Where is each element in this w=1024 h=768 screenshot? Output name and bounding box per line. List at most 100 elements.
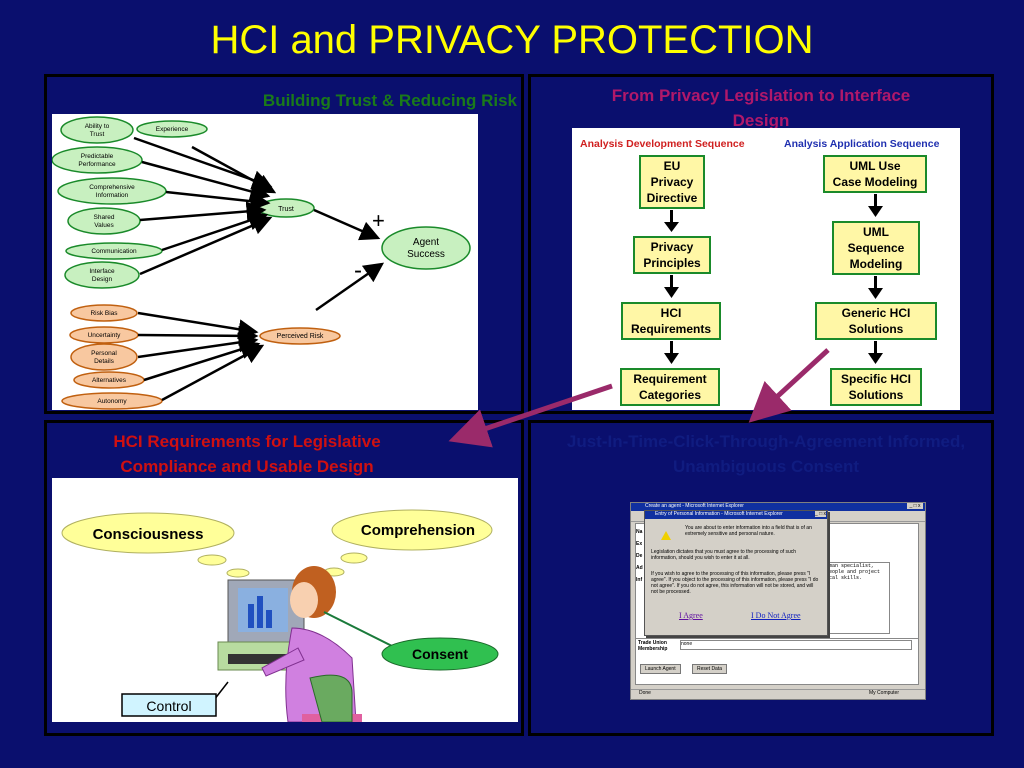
svg-text:Success: Success	[407, 249, 445, 260]
dialog-text-1: You are about to enter information into …	[685, 525, 812, 537]
quadrant-title-consent: Just-In-Time-Click-Through-Agreement Inf…	[566, 432, 966, 476]
node-experience: Experience	[136, 120, 208, 138]
svg-text:Details: Details	[94, 358, 115, 365]
bubble-consent: Consent	[381, 637, 499, 671]
step-generic-hci-solutions: Generic HCI Solutions	[815, 302, 937, 340]
control-label: Control	[146, 698, 191, 714]
side-label: Ex	[636, 541, 643, 547]
i-agree-link[interactable]: I Agree	[679, 611, 703, 620]
reset-data-button[interactable]: Reset Data	[692, 664, 728, 674]
node-label: Alternatives	[92, 377, 127, 384]
dialog-text-2: Legislation dictates that you must agree…	[651, 549, 797, 561]
quadrant-title-trust-risk: Building Trust & Reducing Risk	[262, 91, 517, 110]
svg-text:Predictable: Predictable	[81, 153, 114, 160]
trade-union-input[interactable]: none	[680, 640, 912, 650]
status-left: Done	[639, 690, 651, 696]
svg-text:Interface: Interface	[89, 268, 115, 275]
node-label: Perceived Risk	[277, 333, 324, 340]
consent-dialog: Entry of Personal Information - Microsof…	[644, 510, 828, 636]
bubble-comprehension: Comprehension	[323, 509, 493, 577]
trade-union-row: Trade Union Membership none	[636, 638, 918, 655]
status-bar: Done My Computer	[631, 689, 925, 699]
trade-union-label: Trade Union Membership	[638, 640, 668, 652]
node-label: Communication	[91, 248, 137, 255]
step-uml-use-case: UML Use Case Modeling	[823, 155, 927, 193]
step-privacy-principles: Privacy Principles	[633, 236, 711, 274]
node-label: Risk Bias	[90, 310, 118, 317]
svg-text:Information: Information	[96, 192, 129, 199]
i-do-not-agree-link[interactable]: I Do Not Agree	[751, 611, 801, 620]
dialog-text-3: If you wish to agree to the processing o…	[651, 571, 819, 595]
side-label: Inf	[636, 577, 643, 583]
side-label: Ad	[636, 565, 643, 571]
step-eu-privacy-directive: EU Privacy Directive	[639, 155, 705, 209]
svg-text:Comprehensive: Comprehensive	[89, 184, 135, 191]
background-text: man specialist, eople and project cal sk…	[829, 563, 881, 581]
node-risk-bias: Risk Bias	[70, 304, 138, 322]
quadrant-trust-risk: Building Trust & Reducing Risk	[44, 74, 524, 414]
status-right: My Computer	[869, 690, 900, 696]
node-label: Experience	[156, 126, 189, 133]
node-perceived-risk: Perceived Risk	[259, 327, 341, 345]
dialog-window-buttons[interactable]: _ □ x	[814, 511, 826, 517]
bubble-label: Comprehension	[361, 522, 475, 539]
left-sequence-header: Analysis Development Sequence	[580, 138, 745, 150]
svg-text:Values: Values	[94, 222, 114, 229]
node-label: Uncertainty	[88, 332, 122, 339]
svg-text:Shared: Shared	[94, 214, 115, 221]
node-label: Ability to	[85, 123, 110, 130]
control-label-box: Control	[121, 681, 229, 717]
step-specific-hci-solutions: Specific HCI Solutions	[830, 368, 922, 406]
svg-text:Agent: Agent	[413, 237, 439, 248]
step-uml-sequence: UML Sequence Modeling	[832, 221, 920, 275]
dialog-titlebar: Entry of Personal Information - Microsof…	[645, 511, 827, 519]
window-buttons[interactable]: _ □ x	[907, 503, 923, 509]
flow-arrows	[664, 194, 883, 364]
plus-sign: +	[372, 208, 385, 233]
quadrant-title-legislation: From Privacy Legislation to Interface De…	[611, 86, 911, 130]
launch-agent-button[interactable]: Launch Agent	[640, 664, 681, 674]
browser-titlebar: Create an agent - Microsoft Internet Exp…	[631, 503, 925, 511]
trade-union-value: none	[681, 641, 693, 647]
user-illustration: Consciousness Comprehension	[61, 509, 499, 723]
slide-title: HCI and PRIVACY PROTECTION	[210, 18, 814, 62]
node-alternatives: Alternatives	[73, 371, 145, 389]
dialog-title: Entry of Personal Information - Microsof…	[655, 511, 783, 517]
analysis-sequence-diagram: Analysis Development Sequence Analysis A…	[572, 128, 960, 410]
browser-title: Create an agent - Microsoft Internet Exp…	[645, 503, 744, 509]
step-hci-requirements: HCI Requirements	[621, 302, 721, 340]
user-illustration-panel: Consciousness Comprehension	[52, 478, 518, 723]
node-uncertainty: Uncertainty	[69, 326, 139, 344]
step-requirement-categories: Requirement Categories	[620, 368, 720, 406]
node-label: Autonomy	[97, 398, 127, 405]
bubble-label: Consciousness	[93, 526, 204, 543]
minus-sign: -	[354, 257, 362, 284]
background-text-area[interactable]: man specialist, eople and project cal sk…	[828, 562, 890, 634]
node-trust: Trust	[257, 198, 315, 218]
trust-arrows	[133, 136, 385, 402]
warning-icon	[661, 531, 671, 540]
svg-text:Performance: Performance	[78, 161, 116, 168]
side-label: Na	[636, 529, 643, 535]
node-label: Trust	[278, 206, 294, 213]
right-sequence-header: Analysis Application Sequence	[784, 138, 940, 150]
svg-text:Trust: Trust	[90, 131, 105, 138]
node-autonomy: Autonomy	[61, 392, 163, 410]
node-communication: Communication	[65, 242, 163, 260]
svg-text:Personal: Personal	[91, 350, 117, 357]
quadrant-hci-requirements: HCI Requirements for Legislative Complia…	[44, 420, 524, 736]
bubble-label: Consent	[412, 646, 468, 662]
svg-text:Design: Design	[92, 276, 113, 283]
side-labels: Na Ex De Ad Inf	[636, 526, 646, 586]
quadrant-title-hci-requirements: HCI Requirements for Legislative Complia…	[113, 432, 381, 476]
bubble-consciousness: Consciousness	[61, 512, 250, 578]
